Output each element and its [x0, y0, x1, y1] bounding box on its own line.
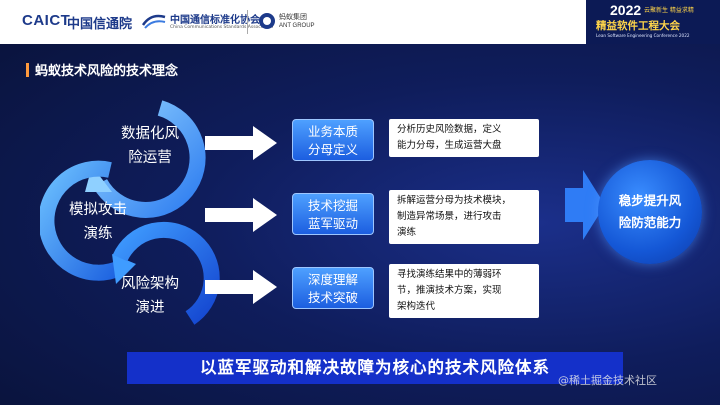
- description-3-line1: 寻找演练结果中的薄弱环: [397, 269, 502, 280]
- description-box-3: 寻找演练结果中的薄弱环 节，推演技术方案，实现 架构迭代: [389, 264, 539, 318]
- ant-group-logo-icon: [259, 13, 275, 29]
- result-arrow-icon: [565, 170, 605, 240]
- caict-logo: CAICT: [22, 12, 71, 29]
- conference-title: 精益软件工程大会: [596, 20, 680, 32]
- section-title: 蚂蚁技术风险的技术理念: [35, 64, 179, 79]
- arrow-icon: [205, 126, 277, 160]
- cycle-ring-bottom: [112, 221, 220, 325]
- ant-group-name: 蚂蚁集团: [279, 13, 307, 21]
- conference-badge: 2022 云聚新生 精益求精 精益软件工程大会 Lean Software En…: [586, 0, 720, 44]
- result-line2: 险防范能力: [618, 215, 682, 230]
- ccsa-logo-icon: [141, 14, 166, 29]
- concept-3-line1: 深度理解: [307, 272, 358, 287]
- concept-2-line1: 技术挖掘: [307, 198, 358, 213]
- cycle-step-2: 模拟攻击 演练: [48, 198, 148, 246]
- concept-1-line2: 分母定义: [307, 142, 358, 157]
- result-circle: 稳步提升风 险防范能力: [598, 160, 702, 264]
- conference-tagline: 云聚新生 精益求精: [644, 7, 694, 14]
- cycle-ring-top: [92, 100, 206, 218]
- cycle-step-2-line2: 演练: [83, 226, 113, 242]
- description-1-line2: 能力分母，生成运营大盘: [397, 140, 502, 151]
- cycle-step-1-line1: 数据化风: [121, 126, 179, 142]
- description-box-2: 拆解运营分母为技术模块， 制造异常场景，进行攻击 演练: [389, 190, 539, 244]
- ant-group-english: ANT GROUP: [279, 23, 315, 29]
- arrow-icon: [205, 198, 277, 232]
- cycle-diagram: [40, 100, 220, 325]
- cycle-step-3-line2: 演进: [135, 300, 165, 316]
- conference-english-title: Lean Software Engineering Conference 202…: [596, 33, 690, 38]
- logo-divider: [247, 10, 248, 34]
- concept-box-1: 业务本质 分母定义: [292, 119, 374, 161]
- cycle-arrowhead-middle: [112, 254, 136, 284]
- cycle-step-1: 数据化风 险运营: [100, 122, 200, 170]
- concept-1-line1: 业务本质: [307, 124, 358, 139]
- cycle-step-1-line2: 险运营: [128, 150, 172, 166]
- conference-year: 2022: [610, 2, 642, 18]
- result-line1: 稳步提升风: [618, 193, 682, 208]
- ccsa-name: 中国通信标准化协会: [170, 15, 260, 26]
- description-2-line3: 演练: [397, 227, 417, 238]
- concept-3-line2: 技术突破: [307, 290, 358, 305]
- cycle-ring-middle: [40, 160, 124, 281]
- description-3-line2: 节，推演技术方案，实现: [397, 285, 502, 296]
- description-1-line1: 分析历史风险数据，定义: [397, 124, 502, 135]
- concept-box-2: 技术挖掘 蓝军驱动: [292, 193, 374, 235]
- summary-banner: 以蓝军驱动和解决故障为核心的技术风险体系: [127, 352, 623, 384]
- ccsa-english-name: China Communications Standards Associati…: [170, 25, 274, 30]
- cycle-step-3: 风险架构 演进: [100, 272, 200, 320]
- cycle-step-3-line1: 风险架构: [121, 276, 179, 292]
- cycle-step-2-line1: 模拟攻击: [69, 202, 127, 218]
- description-3-line3: 架构迭代: [397, 301, 436, 312]
- description-2-line1: 拆解运营分母为技术模块，: [397, 195, 512, 206]
- arrow-icon: [205, 270, 277, 304]
- watermark: @稀土掘金技术社区: [558, 374, 657, 387]
- section-title-accent: [26, 63, 29, 77]
- concept-2-line2: 蓝军驱动: [307, 216, 358, 231]
- caict-name: 中国信通院: [67, 17, 133, 32]
- concept-box-3: 深度理解 技术突破: [292, 267, 374, 309]
- description-2-line2: 制造异常场景，进行攻击: [397, 211, 502, 222]
- description-box-1: 分析历史风险数据，定义 能力分母，生成运营大盘: [389, 119, 539, 157]
